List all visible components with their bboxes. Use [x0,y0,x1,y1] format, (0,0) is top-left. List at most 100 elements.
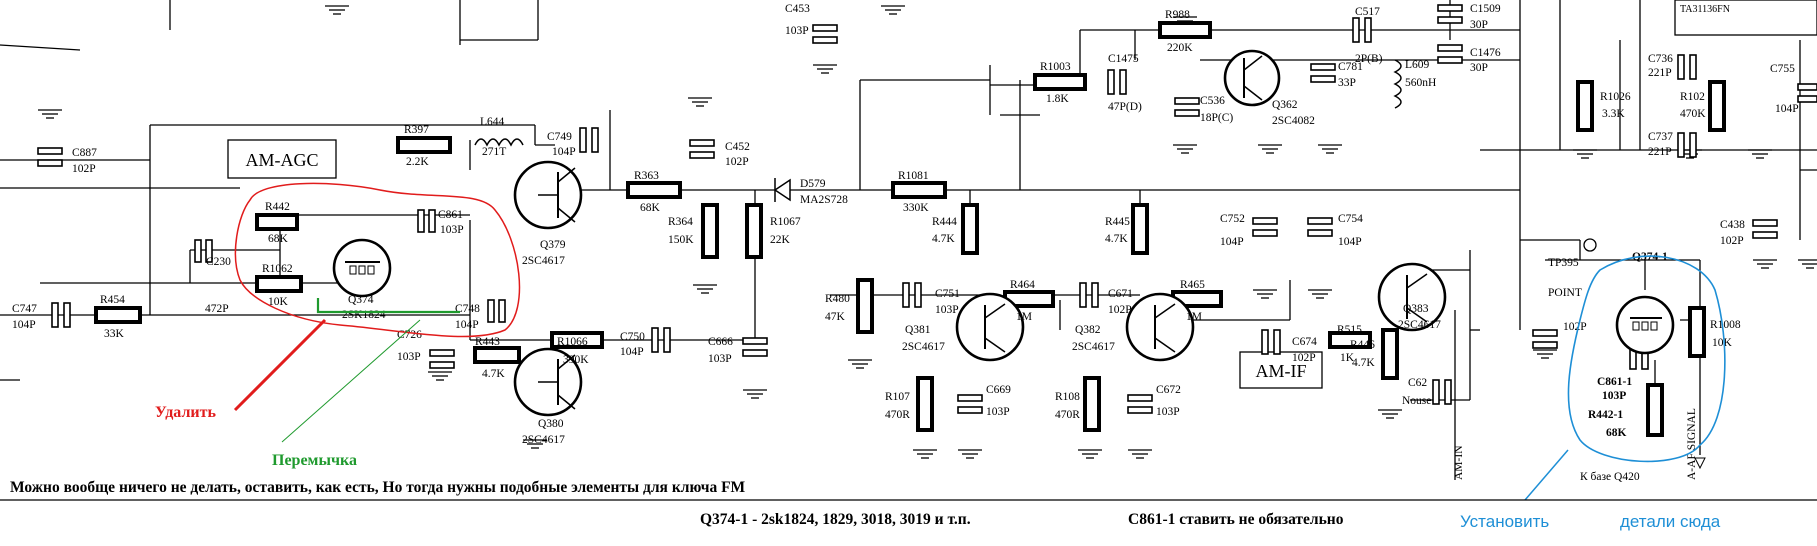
label-r445-ref: R445 [1105,216,1130,228]
label-r1066-ref: R1066 [557,336,588,348]
capacitor-c666 [742,337,768,357]
label-r442-1-ref: R442-1 [1588,409,1623,421]
label-c737-ref: C737 [1648,131,1673,143]
label-c751-ref: C751 [935,288,960,300]
resistor-r442 [255,213,299,231]
transistor-q380 [513,347,583,417]
label-r1026-val: 3.3K [1602,108,1625,120]
red-outline [234,182,521,338]
label-r988-val: 220K [1167,42,1193,54]
label-r107-ref: R107 [885,391,910,403]
resistor-r363 [626,181,682,199]
capacitor-c672 [1127,394,1153,414]
label-c747-ref: C747 [12,303,37,315]
label-c750-ref: C750 [620,331,645,343]
label-q381-part: 2SC4617 [902,341,945,353]
transistor-q382 [1125,292,1195,362]
inductor-l609 [1393,59,1402,109]
label-q380-part: 2SC4617 [522,434,565,446]
capacitor-c750 [651,327,671,353]
label-c749-ref: C749 [547,131,572,143]
label-l609-val: 560nH [1405,77,1436,89]
label-c669-val: 103P [986,406,1010,418]
label-r1067-ref: R1067 [770,216,801,228]
grounds [38,5,1817,459]
label-r454-val: 33K [104,328,125,340]
capacitor-c747 [51,302,71,328]
label-q374-1-ref: Q374-1 [1632,251,1668,263]
blue-pointer [1524,449,1569,501]
label-c1475-ref: C1475 [1108,53,1139,65]
label-r102-val: 470K [1680,108,1706,120]
label-r397-val: 2.2K [406,156,429,168]
label-c726-val: 103P [397,351,421,363]
label-c438-val: 102P [1720,235,1744,247]
label-c453-ref: C453 [785,3,810,15]
resistor-r442-1 [1646,383,1664,437]
label-c861-ref: C861 [438,209,463,221]
resistor-r107 [916,376,934,432]
wires [0,0,1817,480]
capacitor-c536 [1174,97,1200,117]
note-1: Можно вообще ничего не делать, оставить,… [10,479,746,496]
resistor-r397 [396,136,452,154]
diode-d579 [773,178,791,202]
label-c752-ref: C752 [1220,213,1245,225]
label-q380-ref: Q380 [538,418,564,430]
label-c887-ref: C887 [72,147,97,159]
capacitor-c751 [902,282,922,308]
green-jumper [316,298,460,314]
label-c736-ref: C736 [1648,53,1673,65]
delete-label: Удалить [155,404,216,421]
label-c671-ref: C671 [1108,288,1133,300]
label-c736-val: 221P [1648,67,1672,79]
resistor-r1008 [1688,306,1706,358]
label-q381-ref: Q381 [905,324,931,336]
label-r363-ref: R363 [634,170,659,182]
label-r1081-val: 330K [903,202,929,214]
note-2: Q374-1 - 2sk1824, 1829, 3018, 3019 и т.п… [700,511,971,528]
capacitors [37,4,1817,414]
capacitor-c752 [1252,217,1278,237]
resistor-r1067 [745,203,763,259]
label-r442-ref: R442 [265,201,290,213]
label-c750-val: 104P [620,346,644,358]
label-c861-1-val: 103P [1602,390,1626,402]
capacitor-c62 [1432,379,1452,405]
label-r397-ref: R397 [404,124,429,136]
capacitor-c749 [579,127,599,153]
label-c726-ref: C726 [397,329,422,341]
label-c102p-val: 102P [1563,321,1587,333]
capacitor-c671 [1079,282,1099,308]
label-r1003-ref: R1003 [1040,61,1071,73]
label-tp395-val: POINT [1548,287,1582,299]
capacitor-c754 [1307,217,1333,237]
label-c754-ref: C754 [1338,213,1363,225]
label-q374-part: 2SK1824 [342,309,386,321]
label-r465-val: 1M [1186,311,1202,323]
label-r364-ref: R364 [668,216,693,228]
label-r1008-ref: R1008 [1710,319,1741,331]
resistor-r443 [473,346,521,364]
install-label: Установить [1460,512,1549,531]
label-c1509-ref: C1509 [1470,3,1501,15]
label-q383-ref: Q383 [1403,303,1429,315]
resistor-r108 [1083,376,1101,432]
transistor-q383 [1377,262,1447,332]
label-r1062-ref: R1062 [262,263,293,275]
label-c438-ref: C438 [1720,219,1745,231]
label-c747-val: 104P [12,319,36,331]
capacitor-c748 [487,299,506,323]
label-c1475-val: 47P(D) [1108,101,1142,113]
resistors [94,21,1726,437]
label-r464-ref: R464 [1010,279,1035,291]
transistor-q379 [513,160,583,230]
label-l644-val: 271T [482,146,506,158]
transistor-q374 [332,238,392,298]
label-r1062-val: 10K [268,296,289,308]
transistor-q374-1 [1615,295,1675,355]
capacitor-c1509 [1437,4,1463,24]
capacitor-c230 [194,239,213,263]
label-r1066-val: 390K [563,354,589,366]
